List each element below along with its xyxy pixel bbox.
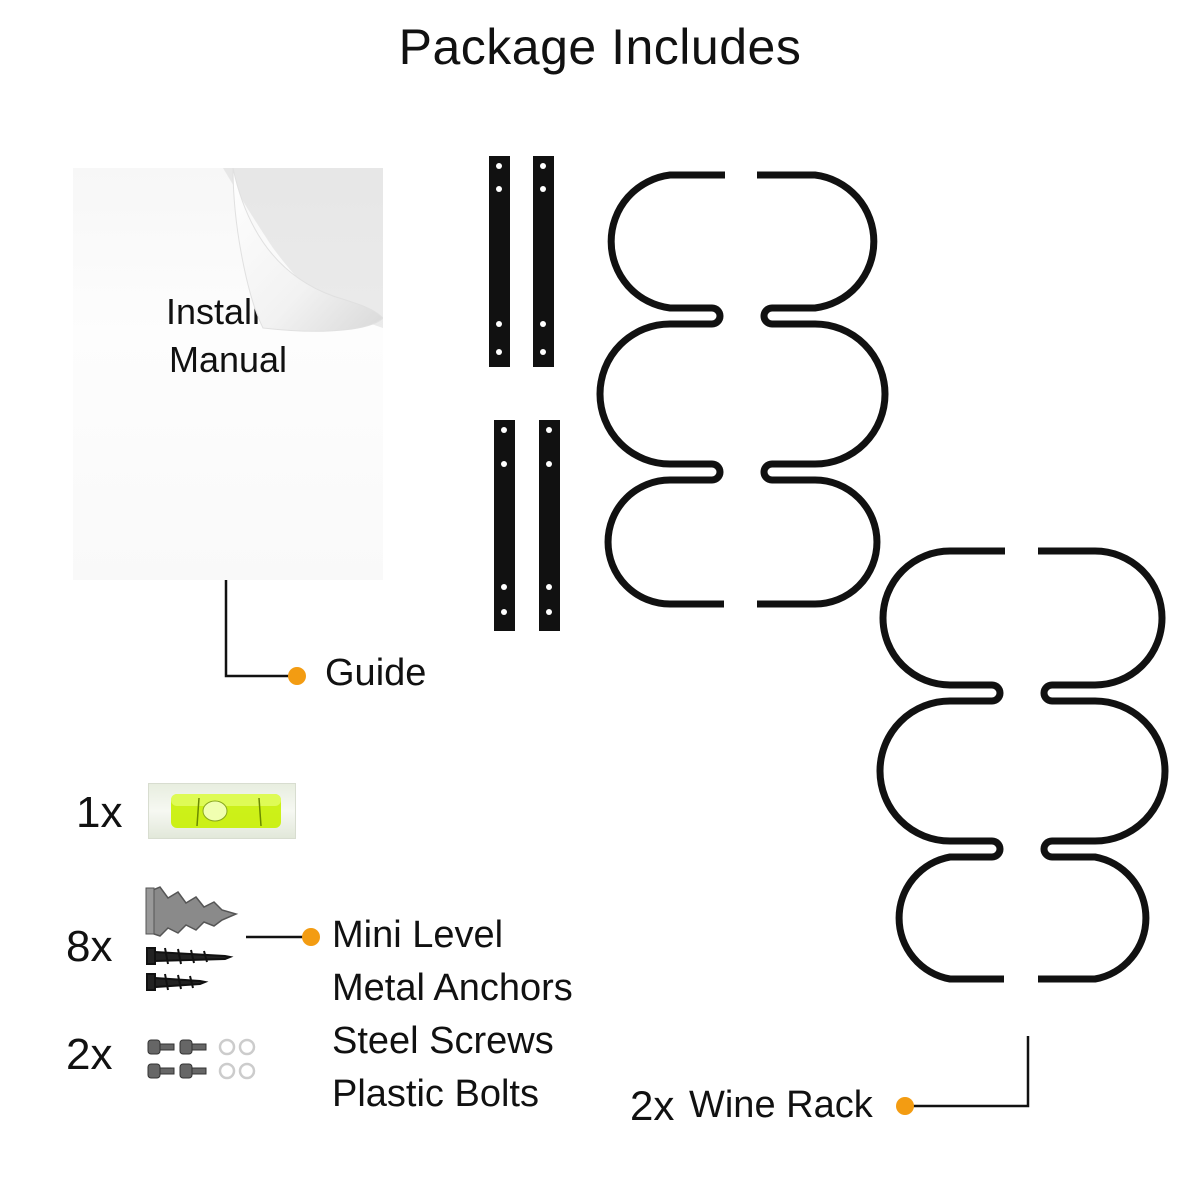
mini-level-image	[148, 783, 296, 839]
wine-rack-2	[876, 547, 1169, 983]
guide-dot	[288, 667, 306, 685]
wine-rack-label: Wine Rack	[689, 1084, 873, 1126]
wine-rack-dot	[896, 1097, 914, 1115]
page-curl-icon	[223, 168, 383, 332]
screw-icon	[146, 947, 234, 991]
item-plastic-bolts: Plastic Bolts	[332, 1073, 539, 1115]
guide-label: Guide	[325, 652, 427, 694]
page-title: Package Includes	[398, 19, 802, 75]
bracket-3	[494, 420, 515, 631]
bracket-2	[533, 156, 554, 367]
manual-title-line2: Manual	[168, 339, 288, 380]
bolt-icon	[147, 1039, 161, 1055]
bolts-quantity: 2x	[66, 1030, 113, 1079]
item-metal-anchors: Metal Anchors	[332, 967, 573, 1009]
installation-manual-image: Installat Manual	[73, 168, 383, 580]
item-steel-screws: Steel Screws	[332, 1020, 554, 1062]
item-mini-level: Mini Level	[332, 914, 504, 956]
anchors-quantity: 8x	[66, 922, 113, 971]
items-dot	[302, 928, 320, 946]
metal-anchor-icon	[145, 886, 239, 937]
bracket-1	[489, 156, 510, 367]
wine-rack-quantity: 2x	[630, 1082, 675, 1129]
washer-icon	[218, 1038, 256, 1080]
bracket-4	[539, 420, 560, 631]
level-quantity: 1x	[76, 788, 123, 837]
wine-rack-1	[596, 171, 889, 608]
